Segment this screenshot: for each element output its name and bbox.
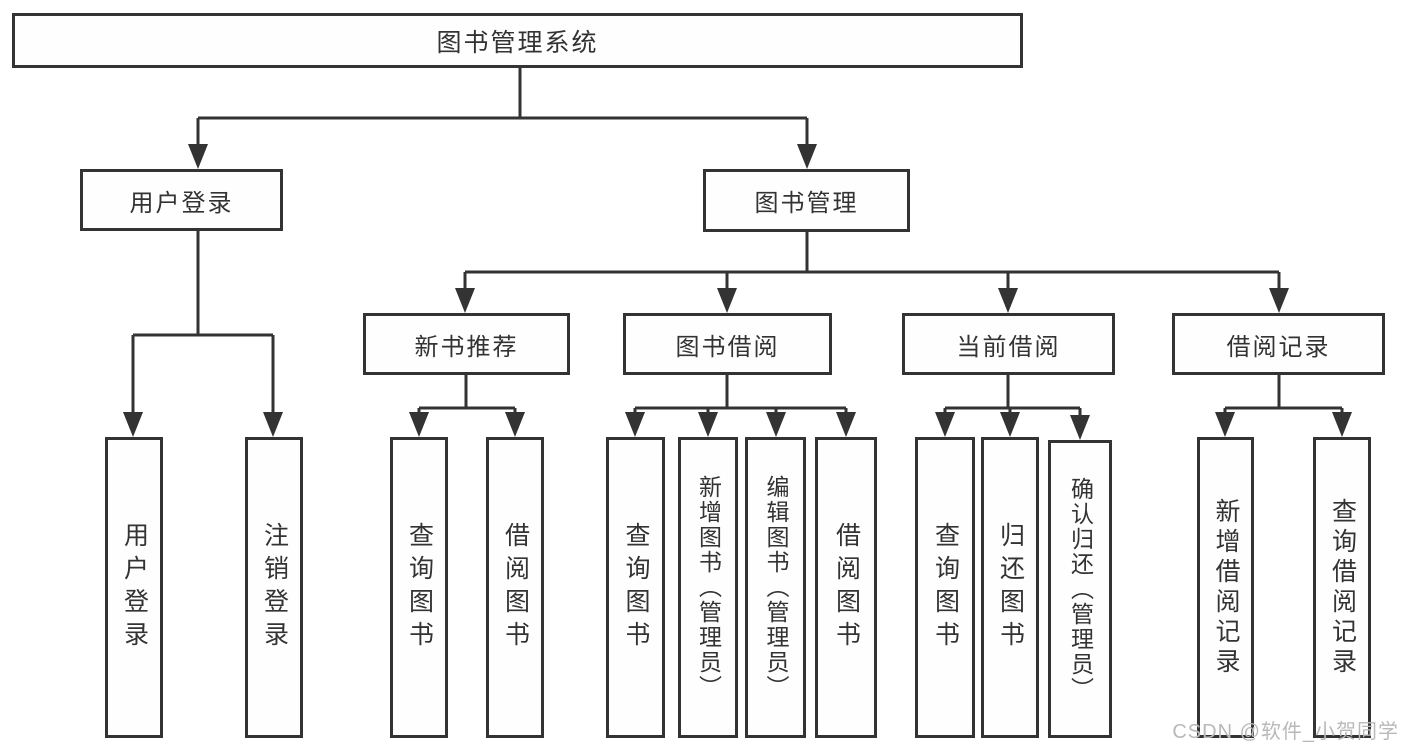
node-new-book-recommend-label: 新书推荐 xyxy=(414,333,519,361)
arrowhead xyxy=(625,412,645,437)
leaf-bb-add-books: 新增图书（管理员） xyxy=(678,437,738,738)
arrowhead xyxy=(263,412,283,437)
arrowhead xyxy=(1215,412,1235,437)
arrowhead xyxy=(188,144,208,169)
leaf-bb-query-books-label: 查询图书 xyxy=(622,521,650,654)
arrowhead xyxy=(1332,412,1352,437)
leaf-cb-return-books: 归还图书 xyxy=(981,437,1039,738)
node-root-label: 图书管理系统 xyxy=(436,28,599,57)
node-current-borrowing: 当前借阅 xyxy=(902,313,1115,375)
leaf-br-add-record-label: 新增借阅记录 xyxy=(1212,497,1240,678)
arrowhead xyxy=(1070,415,1090,440)
node-current-borrowing-label: 当前借阅 xyxy=(956,333,1061,361)
arrowhead xyxy=(836,412,856,437)
node-user-login: 用户登录 xyxy=(80,169,283,231)
leaf-br-query-record: 查询借阅记录 xyxy=(1313,437,1371,738)
arrowhead xyxy=(505,412,525,437)
arrowhead xyxy=(1000,412,1020,437)
arrowhead xyxy=(717,288,737,313)
node-book-borrowing-label: 图书借阅 xyxy=(675,333,780,361)
arrowhead xyxy=(797,144,817,169)
arrowhead xyxy=(766,412,786,437)
leaf-nbr-borrow-books-label: 借阅图书 xyxy=(501,521,530,654)
leaf-bb-edit-books-label: 编辑图书（管理员） xyxy=(763,475,789,700)
csdn-watermark: CSDN @软件_小贺同学 xyxy=(1172,721,1399,743)
edge-book-management-children xyxy=(455,232,1289,313)
leaf-logout: 注销登录 xyxy=(245,437,303,738)
leaf-user-login-label: 用户登录 xyxy=(120,521,149,654)
leaf-br-query-record-label: 查询借阅记录 xyxy=(1328,497,1357,678)
edge-new-book-recommend-children xyxy=(409,375,525,437)
arrowhead xyxy=(455,288,475,313)
edge-user-login-children xyxy=(123,231,283,437)
arrowhead xyxy=(935,412,955,437)
leaf-cb-confirm-return-label: 确认归还（管理员） xyxy=(1067,476,1094,702)
arrowhead xyxy=(698,412,718,437)
arrowhead xyxy=(1269,288,1289,313)
node-root: 图书管理系统 xyxy=(12,13,1023,68)
leaf-cb-query-books-label: 查询图书 xyxy=(931,521,960,654)
edge-borrowing-records-children xyxy=(1215,375,1352,437)
node-book-management: 图书管理 xyxy=(703,169,910,232)
leaf-cb-return-books-label: 归还图书 xyxy=(996,521,1025,654)
leaf-user-login: 用户登录 xyxy=(105,437,163,738)
leaf-nbr-query-books-label: 查询图书 xyxy=(405,521,434,654)
leaf-bb-add-books-label: 新增图书（管理员） xyxy=(695,475,722,700)
node-new-book-recommend: 新书推荐 xyxy=(363,313,570,375)
node-user-login-label: 用户登录 xyxy=(129,189,234,217)
arrowhead xyxy=(123,412,143,437)
leaf-cb-query-books: 查询图书 xyxy=(915,437,975,738)
arrowhead xyxy=(998,288,1018,313)
leaf-nbr-query-books: 查询图书 xyxy=(390,437,448,738)
leaf-bb-borrow-books: 借阅图书 xyxy=(815,437,877,738)
node-borrowing-records: 借阅记录 xyxy=(1172,313,1385,375)
leaf-bb-edit-books: 编辑图书（管理员） xyxy=(745,437,806,738)
edge-current-borrowing-children xyxy=(935,375,1090,440)
edge-book-borrowing-children xyxy=(625,375,856,437)
leaf-bb-query-books: 查询图书 xyxy=(606,437,665,738)
node-book-management-label: 图书管理 xyxy=(754,190,859,217)
node-borrowing-records-label: 借阅记录 xyxy=(1226,333,1331,361)
leaf-nbr-borrow-books: 借阅图书 xyxy=(486,437,544,738)
leaf-bb-borrow-books-label: 借阅图书 xyxy=(832,521,861,654)
edge-root-children xyxy=(188,68,817,169)
leaf-logout-label: 注销登录 xyxy=(260,521,289,654)
node-book-borrowing: 图书借阅 xyxy=(623,313,832,375)
arrowhead xyxy=(409,412,429,437)
leaf-br-add-record: 新增借阅记录 xyxy=(1197,437,1254,738)
leaf-cb-confirm-return: 确认归还（管理员） xyxy=(1048,440,1112,738)
